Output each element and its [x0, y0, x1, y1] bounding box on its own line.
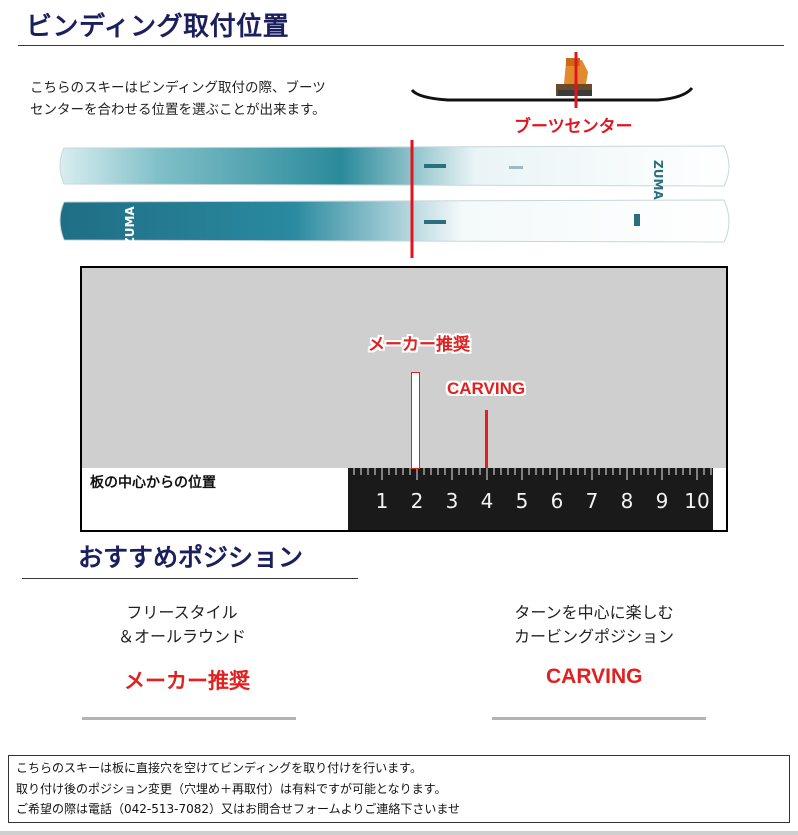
option-carving-line-1: ターンを中心に楽しむ	[514, 603, 674, 622]
notice-line-3: ご希望の際は電話（042-513-7082）又はお問合せフォームよりご連絡下さい…	[16, 802, 461, 816]
ruler-tick-label: 4	[481, 489, 494, 513]
boot-icon	[556, 58, 592, 96]
intro-line-2: センターを合わせる位置を選ぶことが出来ます。	[30, 102, 326, 118]
ski-bottom: ZUMA	[59, 199, 730, 246]
option-carving-line-2: カービングポジション	[513, 627, 674, 646]
maker-recommended-marker	[411, 372, 420, 469]
ski-side-profile	[410, 86, 694, 102]
notice-box	[8, 755, 790, 823]
ski-top: ZUMA	[59, 145, 730, 200]
carving-marker	[485, 410, 488, 468]
ruler-tick-label: 7	[586, 489, 599, 513]
ruler-tick-label: 2	[411, 489, 424, 513]
recommended-divider	[22, 578, 358, 579]
boot-center-label: ブーツセンター	[514, 117, 633, 137]
option-freestyle-tag: メーカー推奨	[124, 670, 250, 693]
ski-brand-bottom: ZUMA	[123, 206, 137, 246]
title-divider	[18, 45, 784, 46]
ruler-tick-label: 3	[446, 489, 459, 513]
ruler-tick-label: 5	[516, 489, 529, 513]
ruler-tick-label: 10	[684, 489, 709, 513]
bottom-divider	[0, 831, 798, 835]
intro-line-1: こちらのスキーはビンディング取付の際、ブーツ	[30, 80, 326, 96]
recommended-title: おすすめポジション	[78, 543, 304, 572]
carving-tag: CARVING	[447, 379, 526, 398]
option-freestyle-line-2: ＆オールラウンド	[117, 627, 246, 646]
notice-line-1: こちらのスキーは板に直接穴を空けてビンディングを取り付けを行います。	[16, 761, 422, 775]
option-freestyle-text: フリースタイル ＆オールラウンド	[52, 601, 312, 649]
option-carving-text: ターンを中心に楽しむ カービングポジション	[464, 601, 724, 649]
ruler-panel-label: 板の中心からの位置	[90, 475, 216, 491]
ruler-tick-label: 9	[656, 489, 669, 513]
intro-text: こちらのスキーはビンディング取付の際、ブーツ センターを合わせる位置を選ぶことが…	[30, 77, 410, 121]
ruler-tick-label: 8	[621, 489, 634, 513]
option-carving-divider	[492, 717, 706, 720]
ruler-tick-label: 1	[376, 489, 389, 513]
option-carving-tag: CARVING	[546, 665, 643, 688]
notice-line-2: 取り付け後のポジション変更（穴埋め＋再取付）は有料ですが可能となります。	[16, 782, 447, 796]
maker-recommended-tag: メーカー推奨	[368, 335, 470, 354]
option-freestyle-divider	[82, 717, 296, 720]
ruler-tick-label: 6	[551, 489, 564, 513]
boot-profile-illustration	[410, 52, 694, 108]
page-title: ビンディング取付位置	[26, 12, 290, 42]
skis-illustration: ZUMA ZUMA	[59, 140, 730, 258]
option-freestyle-line-1: フリースタイル	[126, 603, 238, 622]
ski-brand-top: ZUMA	[651, 160, 665, 200]
ruler-panel-background	[82, 268, 726, 468]
